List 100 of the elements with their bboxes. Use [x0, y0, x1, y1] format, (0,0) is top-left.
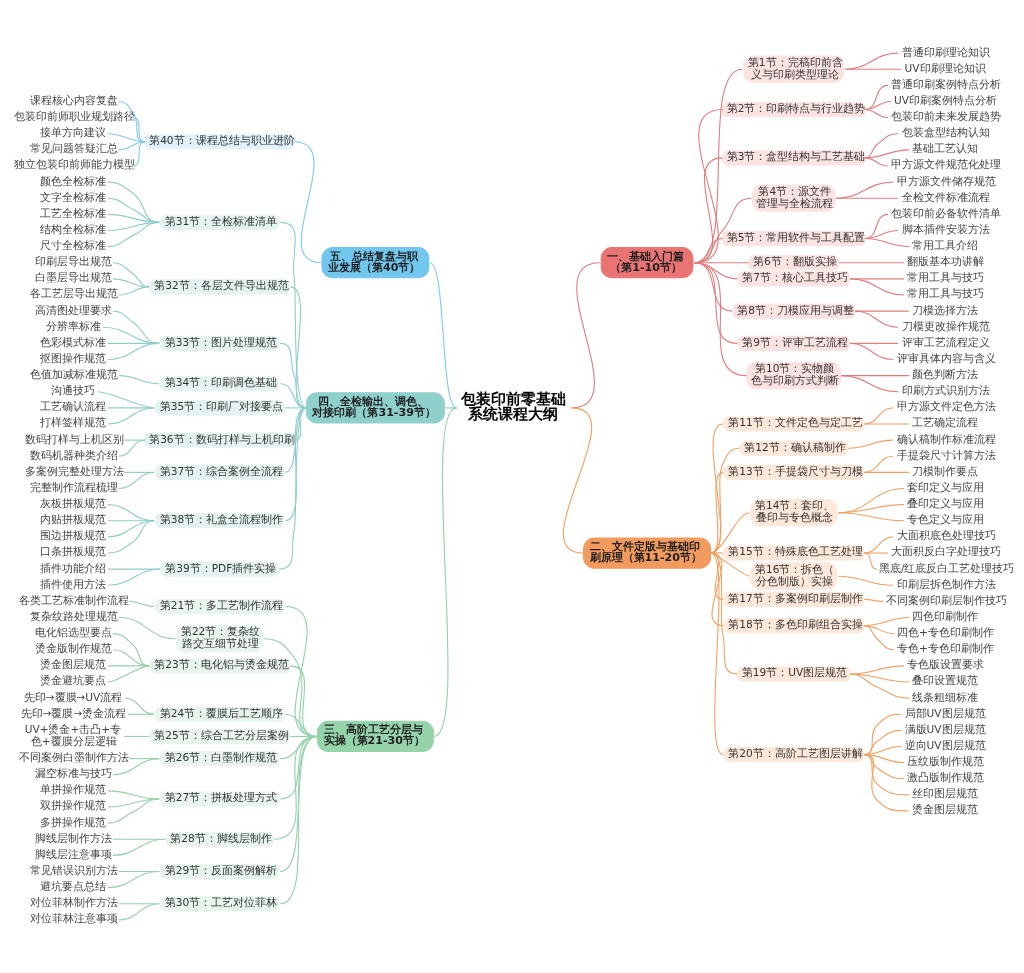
node-text: 避坑要点总结 [40, 880, 107, 893]
node-text: 常用工具与技巧 [907, 287, 985, 300]
node-box: 第25节：综合工艺分层案例 [149, 728, 290, 745]
node-text: 套印定义与应用 [907, 480, 985, 493]
connector [849, 278, 905, 296]
connector [838, 262, 905, 264]
connector [118, 616, 176, 640]
connector [107, 665, 150, 667]
connector [118, 286, 150, 296]
node-text: 刀模更改操作规范 [901, 319, 990, 332]
node-text: 常见错误识别方法 [29, 863, 118, 876]
connector [863, 471, 910, 473]
connector [863, 625, 895, 651]
node-box: 第21节：多工艺制作流程 [155, 598, 285, 614]
node-text: 黑底/红底反白工艺处理技巧 [878, 561, 1015, 574]
node-text: 线条粗细标准 [912, 690, 979, 703]
connector [710, 471, 724, 554]
node-text: 甲方源文件储存规范 [896, 174, 996, 187]
connector [112, 758, 160, 776]
node-box: 第16节：拆色（分色制版）实操 [750, 562, 838, 590]
connector [289, 665, 318, 738]
node-text: 常用工具介绍 [912, 239, 979, 252]
node-text: 脚线层制作方法 [35, 831, 113, 844]
node-text: 常见问题答疑汇总 [29, 142, 118, 155]
node-text: 丝印图层规范 [912, 787, 979, 800]
node-box: 第26节：白墨制作规范 [160, 751, 280, 767]
connector [443, 407, 458, 409]
connector [693, 262, 747, 377]
node-text: UV+烫金+击凸+专色+覆膜分层逻辑 [24, 722, 122, 747]
connector [835, 181, 894, 199]
connector [847, 439, 894, 449]
connector [127, 713, 155, 715]
node-text: 接单方向建议 [40, 126, 107, 139]
connector [107, 407, 155, 425]
connector [863, 423, 910, 425]
node-text: 包装印前未来发展趋势 [890, 110, 1001, 123]
node-box: 第36节：数码打样与上机印刷 [144, 432, 295, 448]
node-box: 第23节：电化铝与烫金规范 [149, 658, 290, 674]
connector [118, 439, 146, 457]
connector [289, 286, 307, 409]
connector [124, 697, 155, 715]
connector [284, 407, 307, 473]
node-text: 满版UV图层规范 [904, 722, 986, 735]
connector [107, 342, 160, 361]
node-text: 不同案例印刷层制作技巧 [885, 593, 1007, 606]
node-box: 第15节：特殊底色工艺处理 [723, 545, 864, 561]
connector [710, 552, 724, 627]
node-text: 白墨层导出规范 [35, 271, 113, 284]
node-text: 分辨率标准 [45, 319, 101, 332]
node-box: 第27节：拼板处理方式 [160, 791, 280, 807]
node-text: 包装印前师职业规划路径 [14, 110, 136, 123]
node-text: 专色版设置要求 [907, 658, 985, 671]
node-box: 一、基础入门篇（第1-10节） [600, 247, 694, 279]
connector [864, 108, 889, 119]
node-text: 基础工艺认知 [912, 142, 979, 155]
node-text: 大面积反白字处理技巧 [890, 545, 1001, 558]
node-text: 多拼操作规范 [40, 815, 107, 828]
node-text: 文字全检标准 [40, 190, 107, 203]
node-text: 专色+专色印刷制作 [897, 642, 994, 655]
connector [849, 342, 894, 361]
node-box: 第40节：课程总结与职业进阶 [144, 134, 295, 150]
connector [863, 754, 905, 780]
node-box: 第17节：多案例印刷层制作 [723, 591, 864, 607]
node-box: 第12节：确认稿制作 [739, 440, 848, 456]
node-text: 烫金避坑要点 [40, 674, 107, 687]
node-text: 评审工艺流程定义 [901, 335, 990, 348]
node-box: 第4节：源文件管理与全检流程 [751, 184, 836, 212]
node-text: 甲方源文件定色方法 [896, 400, 996, 413]
node-text: 专色定义与应用 [907, 513, 985, 526]
node-text: 局部UV图层规范 [904, 706, 986, 719]
connector [107, 221, 160, 248]
node-text: 尺寸全检标准 [40, 239, 107, 252]
node-text: 数码打样与上机区别 [24, 432, 124, 445]
node-text: 漏空标准与技巧 [35, 767, 113, 780]
connector [279, 221, 307, 409]
node-text: 各工艺层导出规范 [29, 287, 118, 300]
node-text: 工艺全检标准 [40, 206, 107, 219]
connector [112, 838, 166, 856]
connector [279, 735, 318, 905]
node-text: 激凸版制作规范 [907, 771, 985, 784]
connector [118, 100, 146, 143]
node-text: 评审具体内容与含义 [896, 351, 996, 364]
connector [854, 310, 899, 328]
connector [107, 665, 150, 683]
node-text: 高清图处理要求 [35, 303, 113, 316]
connector [864, 238, 910, 248]
node-text: 单拼操作规范 [40, 783, 107, 796]
node-text: 工艺确认流程 [40, 400, 107, 413]
connector [863, 536, 894, 554]
node-text: 插件功能介绍 [40, 561, 107, 574]
node-text: 印刷层拆色制作方法 [896, 577, 996, 590]
node-box: 四、全检输出、调色、对接印刷（第31-39节） [305, 392, 445, 424]
node-text: 打样签样规范 [40, 416, 107, 429]
connector [710, 512, 750, 554]
connector [710, 423, 724, 554]
connector [854, 310, 910, 312]
connector [128, 600, 155, 607]
node-box: 第34节：印刷调色基础 [160, 376, 280, 392]
node-box: 第3节：盒型结构与工艺基础 [722, 150, 866, 166]
node-text: 色彩模式标准 [40, 335, 107, 348]
